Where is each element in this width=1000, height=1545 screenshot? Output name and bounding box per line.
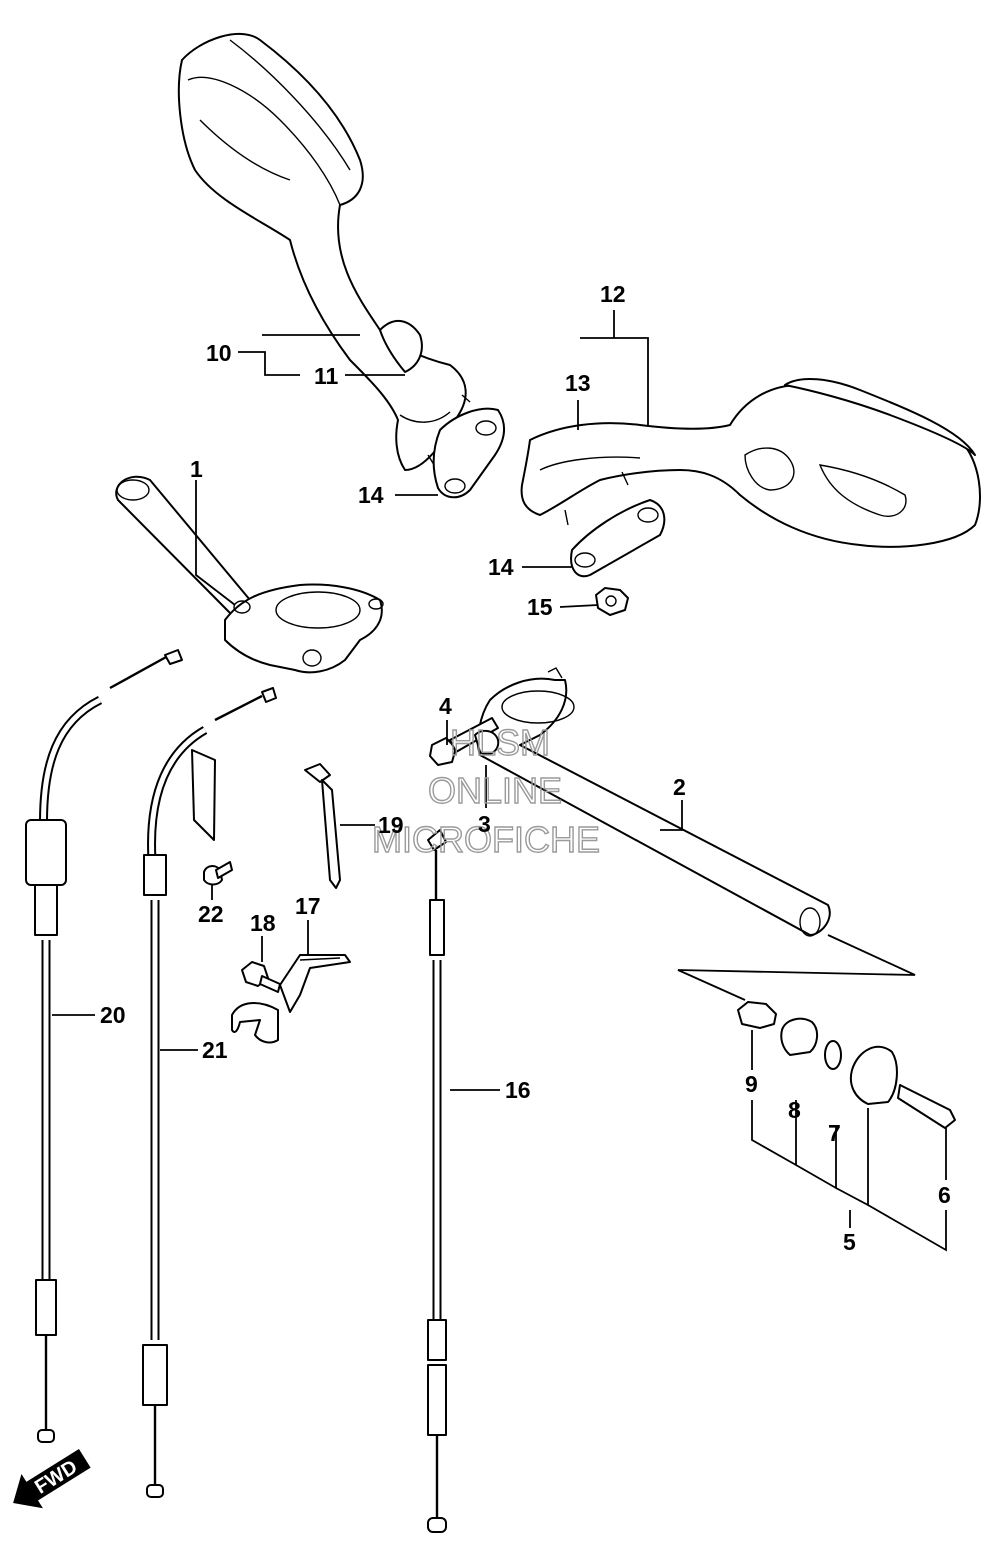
- callout-11: 11: [314, 363, 339, 389]
- leader-lines: [52, 310, 947, 1252]
- callout-19: 19: [378, 812, 404, 838]
- callout-21: 21: [202, 1037, 228, 1063]
- cable-clamp-19: [304, 763, 341, 889]
- mirror-bracket-upper: [432, 407, 506, 499]
- callout-2: 2: [673, 774, 686, 800]
- callout-8: 8: [788, 1097, 801, 1123]
- callout-20: 20: [100, 1002, 126, 1028]
- callout-22: 22: [198, 901, 224, 927]
- callout-12: 12: [600, 281, 626, 307]
- callout-labels: 1 2 3 4 5 6 7 8 9 10 11 12 13 14 14 15 1…: [100, 281, 951, 1255]
- callout-6: 6: [938, 1182, 951, 1208]
- svg-text:HLSM: HLSM: [450, 722, 550, 763]
- watermark: HLSM ONLINE MICROFICHE: [371, 721, 600, 860]
- callout-3: 3: [478, 811, 491, 837]
- svg-text:MICROFICHE: MICROFICHE: [372, 819, 600, 860]
- callout-14-lower: 14: [488, 554, 514, 580]
- bar-end-weight: [849, 1045, 898, 1105]
- bar-end-washer-7: [824, 1040, 842, 1070]
- svg-text:ONLINE: ONLINE: [428, 770, 562, 811]
- clutch-cable-16: [427, 829, 447, 1533]
- callout-18: 18: [250, 910, 276, 936]
- right-mirror: [520, 378, 981, 548]
- bar-end-guide: [677, 934, 916, 1001]
- washer-3: [474, 729, 500, 756]
- mirror-bracket-lower: [570, 499, 666, 578]
- callout-17: 17: [295, 893, 321, 919]
- callout-4: 4: [439, 693, 452, 719]
- fwd-arrow: FWD: [13, 1448, 91, 1509]
- callout-15: 15: [527, 594, 553, 620]
- callout-13: 13: [565, 370, 591, 396]
- screw-22: [203, 861, 233, 886]
- throttle-cable-21: [142, 687, 277, 1498]
- left-mirror: [177, 32, 471, 471]
- callout-5: 5: [843, 1229, 856, 1255]
- left-handlebar: [115, 475, 384, 674]
- callout-1: 1: [190, 456, 203, 482]
- bar-end-spacer-8: [780, 1017, 818, 1056]
- callout-10: 10: [206, 340, 232, 366]
- callout-7: 7: [828, 1120, 841, 1146]
- bar-end-screw-6: [897, 1084, 956, 1129]
- bolt-18: [241, 961, 281, 993]
- callout-9: 9: [745, 1071, 758, 1097]
- bar-end-collar-9: [737, 1001, 777, 1029]
- callout-16: 16: [505, 1077, 531, 1103]
- callout-14-upper: 14: [358, 482, 384, 508]
- nut-15: [595, 587, 629, 616]
- throttle-cable-20: [25, 649, 183, 1443]
